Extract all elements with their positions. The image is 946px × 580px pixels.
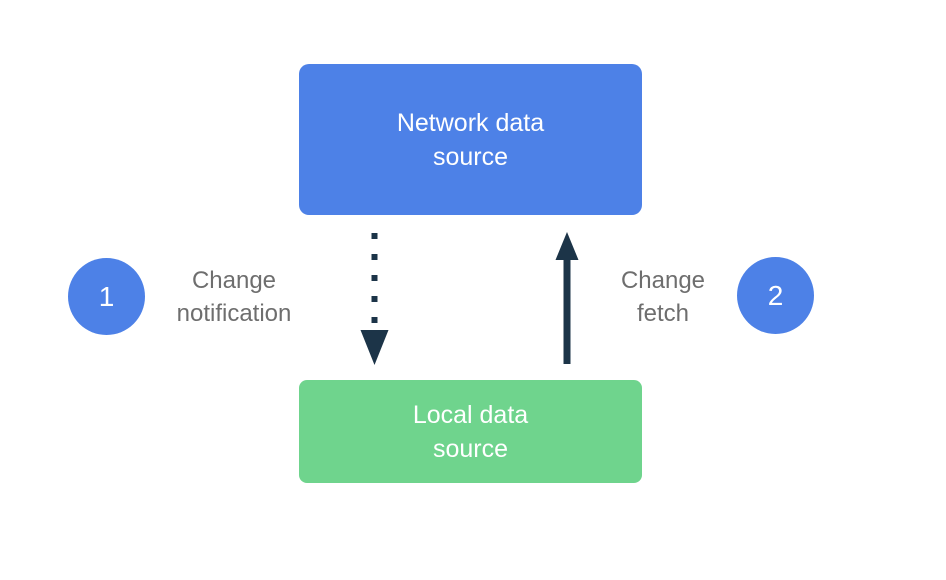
change-notification-dotted-arrow-icon (360, 233, 389, 365)
down-arrowhead (360, 330, 389, 365)
up-arrowhead (555, 232, 579, 260)
local-data-source-label: Local data source (412, 400, 529, 463)
local-data-source-node: Local data source (299, 380, 642, 483)
step-2-number: 2 (767, 279, 784, 311)
step-1-badge: 1 (68, 258, 145, 335)
change-notification-label: Change notification (176, 267, 292, 327)
change-fetch-label: Change fetch (620, 267, 706, 327)
step-1-number: 1 (98, 280, 115, 312)
change-fetch-solid-arrow-icon (555, 232, 579, 364)
network-data-source-label: Network data source (396, 108, 545, 171)
step-2-badge: 2 (737, 257, 814, 334)
network-data-source-node: Network data source (299, 64, 642, 215)
